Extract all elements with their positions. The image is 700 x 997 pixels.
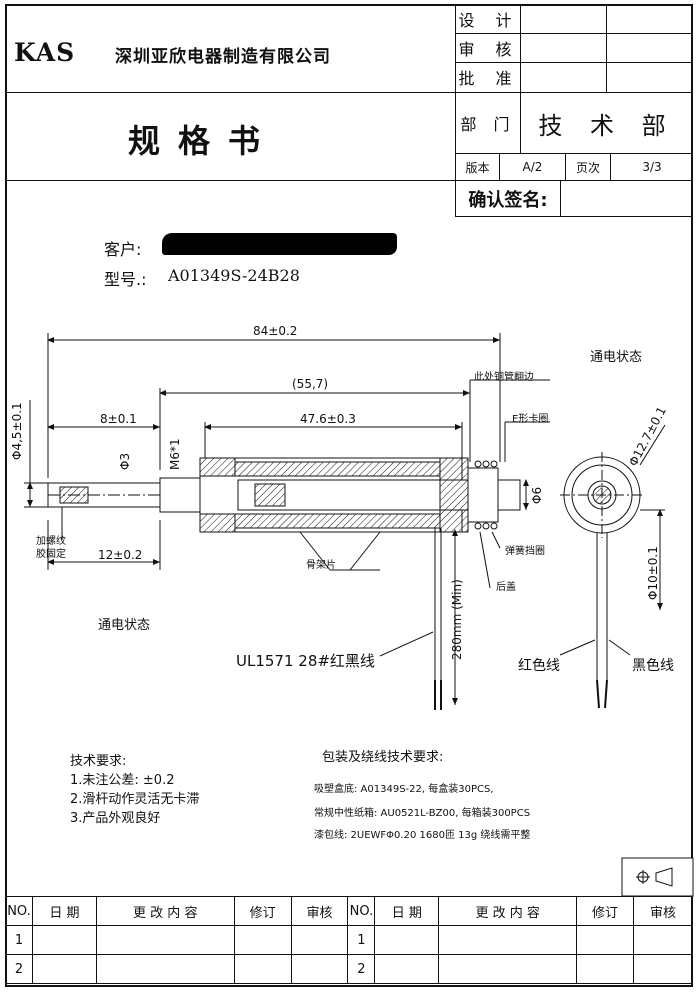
title-block-divider <box>455 4 456 216</box>
tech-item: 1.未注公差: ±0.2 <box>70 773 175 788</box>
dim-inner-diameter: Φ10±0.1 <box>646 546 660 600</box>
label-tube-flare: 此处铜管翻边 <box>474 372 534 383</box>
col-no: NO. <box>347 896 376 926</box>
company-logo: KAS <box>14 38 76 67</box>
dim-body-length: (55,7) <box>292 377 329 391</box>
version-value: A/2 <box>522 160 543 174</box>
drawing-frame <box>5 4 693 987</box>
dept-value: 技 术 部 <box>538 111 676 140</box>
tech-item: 2.滑杆动作灵活无卡滞 <box>70 792 200 807</box>
customer-label: 客户: <box>104 240 142 259</box>
col-revise: 修订 <box>576 896 634 926</box>
dim-total-length: 84±0.2 <box>253 324 298 338</box>
label-rear-cover: 后盖 <box>496 582 516 593</box>
version-label: 版本 <box>465 160 490 175</box>
dim-plunger-diameter: Φ3 <box>118 452 132 470</box>
label-lead-wire: UL1571 28#红黑线 <box>236 652 375 670</box>
col-review: 审核 <box>632 896 694 926</box>
tech-requirements: 技术要求: 1.未注公差: ±0.2 2.滑杆动作灵活无卡滞 3.产品外观良好 <box>70 752 199 828</box>
col-change: 更 改 内 容 <box>438 896 578 926</box>
col-change: 更 改 内 容 <box>95 896 235 926</box>
col-date: 日 期 <box>374 896 440 926</box>
header-divider <box>5 92 693 93</box>
table-row: 2 2 <box>5 954 694 984</box>
page-value: 3/3 <box>642 160 662 174</box>
model-value: A01349S-24B28 <box>168 266 300 285</box>
tech-item: 3.产品外观良好 <box>70 811 161 826</box>
col-date: 日 期 <box>31 896 97 926</box>
packing-item: 吸塑盒底: A01349S-22, 每盒装30PCS, <box>314 784 494 795</box>
col-review: 审核 <box>290 896 349 926</box>
company-name: 深圳亚欣电器制造有限公司 <box>115 47 331 67</box>
dept-label: 部 门 <box>460 115 516 134</box>
packing-item: 常规中性纸箱: AU0521L-BZ00, 每箱装300PCS <box>314 808 531 819</box>
dim-shaft-length: 8±0.1 <box>100 412 137 426</box>
label-spring-retainer: 弹簧挡圈 <box>505 546 545 557</box>
col-no: NO. <box>5 896 33 926</box>
label-black-wire: 黑色线 <box>632 658 674 674</box>
dim-end-diameter: Φ6 <box>530 486 544 504</box>
label-energized-state-left: 通电状态 <box>98 618 151 633</box>
document-title: 规格书 <box>128 122 279 160</box>
revision-header-row: NO. 日 期 更 改 内 容 修订 审核 NO. 日 期 更 改 内 容 修订… <box>5 896 694 926</box>
revision-table: NO. 日 期 更 改 内 容 修订 审核 NO. 日 期 更 改 内 容 修订… <box>5 896 694 984</box>
customer-redaction <box>162 233 397 255</box>
model-label: 型号.: <box>104 270 147 289</box>
approval-design: 设 计 <box>458 11 520 30</box>
label-e-clip: E形卡圈 <box>512 414 549 425</box>
label-thread-glue: 加螺纹 胶固定 <box>36 536 66 560</box>
title-divider <box>5 180 455 181</box>
packing-title: 包装及绕线技术要求: <box>322 750 444 765</box>
approval-review: 审 核 <box>458 40 520 59</box>
dim-coil-length: 47.6±0.3 <box>300 412 356 426</box>
label-energized-state-right: 通电状态 <box>590 350 643 365</box>
dim-shaft-diameter: Φ4,5±0.1 <box>10 402 24 460</box>
page-label: 页次 <box>575 160 600 175</box>
packing-item: 漆包线: 2UEWFΦ0.20 1680匝 13g 绕线需平整 <box>314 830 531 841</box>
signature-label: 确认签名: <box>468 189 548 211</box>
dim-thread: M6*1 <box>168 438 182 470</box>
label-red-wire: 红色线 <box>518 658 560 674</box>
label-bobbin: 骨架片 <box>306 560 336 571</box>
col-revise: 修订 <box>233 896 292 926</box>
tech-title: 技术要求: <box>70 754 127 769</box>
dim-thread-length: 12±0.2 <box>98 548 143 562</box>
table-row: 1 1 <box>5 925 694 955</box>
approval-approve: 批 准 <box>458 69 520 88</box>
dim-wire-length: 280mm (Min) <box>450 579 464 660</box>
